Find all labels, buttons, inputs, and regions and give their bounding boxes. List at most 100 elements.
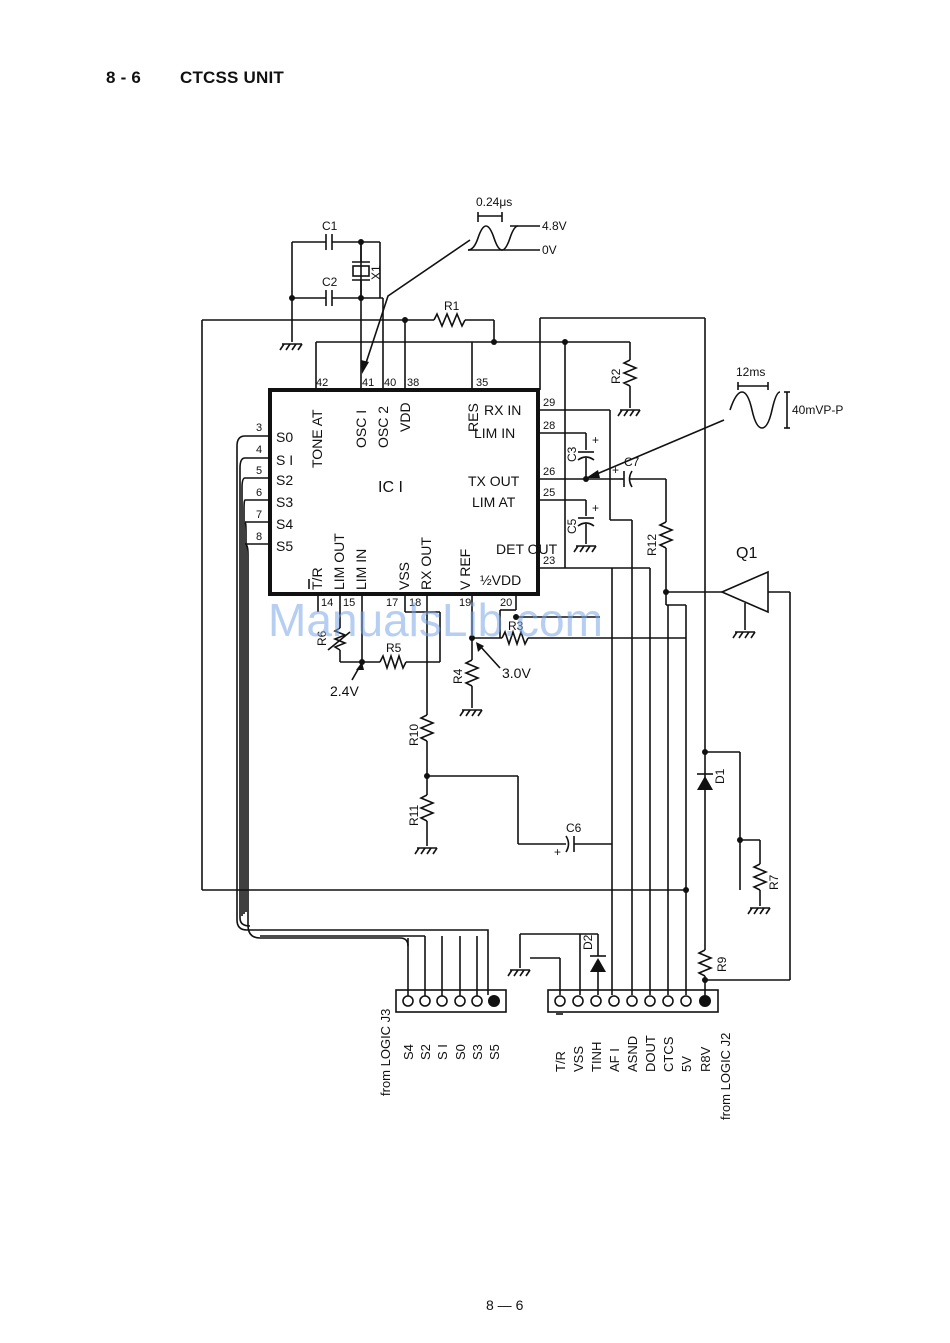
q1-buffer: Q1 [663, 545, 791, 995]
pin-label-tx-out: TX OUT [468, 473, 520, 489]
label-r4: R4 [451, 668, 465, 684]
pin-num-8: 8 [256, 531, 262, 543]
pin-label-res: RES [465, 403, 481, 432]
pin-label-osc1: OSC I [353, 410, 369, 448]
page-heading: 8 - 6 CTCSS UNIT [106, 68, 284, 88]
j2-pin-dout: DOUT [643, 1035, 658, 1072]
label-c3: C3 [565, 446, 579, 462]
label-r6: R6 [315, 630, 329, 646]
j3-connector: S4 S2 S I S0 S3 S5 from LOGIC J3 [260, 935, 507, 1096]
pin-num-26: 26 [543, 466, 555, 478]
label-c5: C5 [565, 518, 579, 534]
label-c6: C6 [566, 821, 582, 835]
j2-pin-tr: T/R [553, 1051, 568, 1072]
label-r9: R9 [715, 956, 729, 972]
ic1-left-pins: 3 4 5 6 7 8 S0 S I S2 S3 S4 S5 [236, 422, 489, 995]
j2-pin-r8v: R8V [698, 1046, 713, 1072]
voltage-2-4: 2.4V [330, 683, 359, 699]
label-r1: R1 [444, 299, 460, 313]
label-r12: R12 [645, 534, 659, 556]
pin-num-6: 6 [256, 487, 262, 499]
pin-num-25: 25 [543, 487, 555, 499]
watermark: ManualsLib.com [268, 594, 603, 646]
j3-pin-s0: S0 [453, 1044, 468, 1060]
pin-num-23: 23 [543, 555, 555, 567]
clock-period-label: 0.24μs [476, 195, 512, 209]
label-r2: R2 [609, 368, 623, 384]
j3-pin-s5: S5 [487, 1044, 502, 1060]
pin-num-19: 19 [459, 597, 471, 609]
j2-pin-af1: AF I [607, 1048, 622, 1072]
page-number: 8 — 6 [486, 1297, 524, 1313]
label-r10: R10 [407, 724, 421, 746]
label-q1: Q1 [736, 545, 757, 562]
c3-plus: + [592, 433, 599, 447]
ic1-bottom-pins: 14 15 17 18 19 20 T/R LIM OUT LIM IN VSS… [308, 533, 517, 715]
pin-label-lim-in-2: LIM IN [353, 549, 369, 590]
pin-num-42: 42 [316, 377, 328, 389]
tone-period-label: 12ms [736, 365, 765, 379]
pin-label-vss: VSS [396, 562, 412, 590]
ic1-top-pins: 42 41 40 38 35 TONE AT OSC I OSC 2 VDD R… [309, 242, 488, 468]
tone-waveform: 12ms 40mVP-P [586, 365, 843, 478]
pin-label-lim-at: LIM AT [472, 494, 516, 510]
pin-label-s2: S2 [276, 472, 293, 488]
pin-label-s3: S3 [276, 494, 293, 510]
tone-amp-label: 40mVP-P [792, 403, 843, 417]
pin-label-s4: S4 [276, 516, 293, 532]
j3-pin-s4: S4 [401, 1044, 416, 1060]
pin-num-17: 17 [386, 597, 398, 609]
label-x1: X1 [369, 265, 383, 280]
pin-label-s0: S0 [276, 429, 293, 445]
label-c1: C1 [322, 219, 338, 233]
clock-low-label: 0V [542, 243, 557, 257]
r1-r2-rail: R1 R2 [201, 299, 706, 893]
j3-pin-s1: S I [435, 1044, 450, 1060]
pin-label-s1: S I [276, 452, 293, 468]
label-r7: R7 [767, 874, 781, 890]
section-title: CTCSS UNIT [179, 68, 284, 87]
j2-pin-5v: 5V [679, 1056, 694, 1072]
pin-num-14: 14 [321, 597, 333, 609]
j3-pin-s2: S2 [418, 1044, 433, 1060]
pin-num-15: 15 [343, 597, 355, 609]
ic1-right-pins: 29 28 26 25 23 RX IN LIM IN TX OUT LIM A… [468, 397, 650, 588]
pin-num-4: 4 [256, 444, 262, 456]
d2-r9: D2 R9 [507, 568, 729, 995]
pin-num-7: 7 [256, 509, 262, 521]
r3-r4-r5-r6: R6 R5 2.4V R3 R4 3.0V [315, 609, 686, 717]
label-c2: C2 [322, 275, 338, 289]
pin-num-38: 38 [407, 377, 419, 389]
pin-num-18: 18 [409, 597, 421, 609]
pin-label-rx-out: RX OUT [418, 537, 434, 590]
j3-pin-s3: S3 [470, 1044, 485, 1060]
c5-plus: + [592, 501, 599, 515]
j2-pin-vss: VSS [571, 1046, 586, 1072]
c6-plus: + [554, 845, 561, 859]
c3-c5-c7-r12: C3 + C5 + C7 + R12 [565, 410, 675, 995]
crystal-section: C1 C2 X1 [279, 219, 383, 351]
r10-r11-c6: R10 R11 C6 + [407, 568, 613, 995]
pin-label-half-vdd: ½VDD [480, 572, 521, 588]
pin-num-35: 35 [476, 377, 488, 389]
pin-label-v-ref: V REF [457, 549, 473, 590]
pin-num-3: 3 [256, 422, 262, 434]
pin-num-41: 41 [362, 377, 374, 389]
j2-pin-asnd: ASND [625, 1036, 640, 1072]
pin-num-28: 28 [543, 420, 555, 432]
j2-pin-tinh: TINH [589, 1042, 604, 1072]
pin-label-det-out: DET OUT [496, 541, 558, 557]
label-r5: R5 [386, 641, 402, 655]
pin-label-lim-in: LIM IN [474, 425, 515, 441]
label-d2: D2 [581, 934, 595, 950]
label-r11: R11 [407, 805, 421, 826]
ic1-label: IC I [378, 479, 403, 496]
pin-num-5: 5 [256, 465, 262, 477]
clock-waveform: 0.24μs 4.8V 0V [361, 195, 567, 374]
j3-label: from LOGIC J3 [378, 1009, 393, 1096]
voltage-3-0: 3.0V [502, 665, 531, 681]
pin-num-20: 20 [500, 597, 512, 609]
d1-r7: D1 R7 [697, 749, 781, 950]
clock-high-label: 4.8V [542, 219, 567, 233]
